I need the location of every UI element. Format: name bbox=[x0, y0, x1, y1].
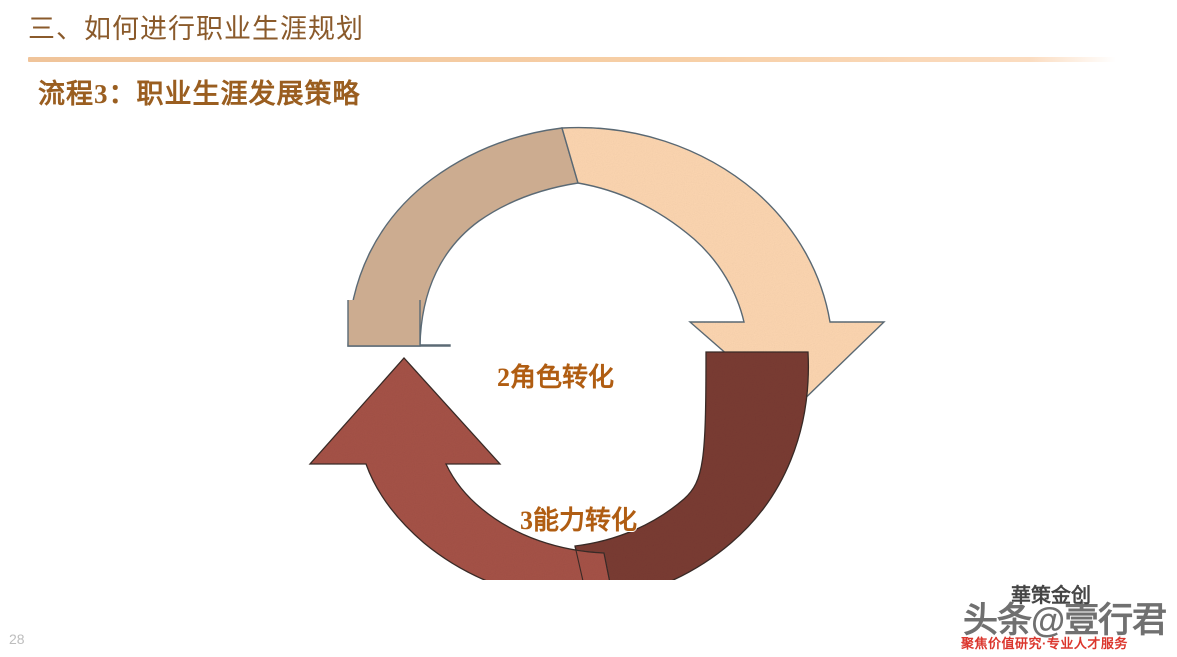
cycle-diagram-svg bbox=[308, 126, 886, 580]
lower-arc-overlap-seam bbox=[574, 545, 584, 580]
lower-arc-darkred bbox=[574, 351, 810, 580]
upper-arc-tan-tail-outline bbox=[347, 300, 421, 347]
title-divider bbox=[28, 57, 1116, 62]
watermark: 華策金创 头条@壹行君 聚焦价值研究·专业人才服务 bbox=[955, 585, 1177, 655]
page-title: 三、如何进行职业生涯规划 bbox=[28, 14, 364, 44]
upper-peach-arrow bbox=[561, 126, 886, 412]
upper-arc-tan-tail bbox=[348, 300, 420, 346]
page-number: 28 bbox=[9, 631, 25, 647]
watermark-logo: 華策金创 bbox=[1011, 585, 1091, 607]
watermark-tagline: 聚焦价值研究·专业人才服务 bbox=[961, 636, 1128, 651]
slide-subtitle: 流程3：职业生涯发展策略 bbox=[38, 79, 361, 109]
watermark-layer: 華策金创 头条@壹行君 聚焦价值研究·专业人才服务 bbox=[955, 585, 1177, 655]
cycle-diagram: 2角色转化 3能力转化 bbox=[0, 100, 1177, 580]
label-role-transformation: 2角色转化 bbox=[497, 363, 615, 392]
watermark-brand: 头条@壹行君 bbox=[963, 601, 1167, 640]
lower-red-arrow bbox=[308, 357, 611, 580]
label-ability-transformation: 3能力转化 bbox=[520, 506, 638, 535]
